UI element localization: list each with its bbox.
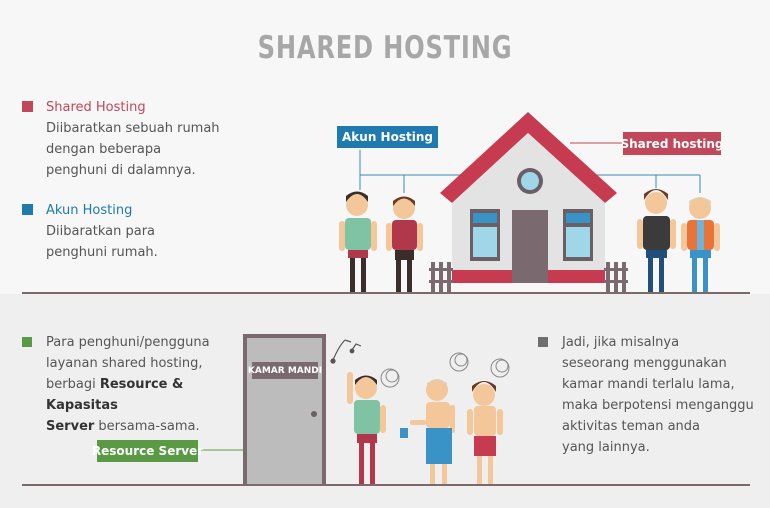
text-line: yang lainnya. [562, 440, 650, 455]
person-icon [386, 196, 423, 292]
text-line: kamar mandi terlalu lama, [562, 377, 735, 392]
text-line: Para penghuni/pengguna [46, 335, 210, 350]
shared-hosting-label: Shared hosting [620, 132, 724, 155]
ground-line-top [22, 292, 750, 294]
bottom-section-background [0, 294, 770, 508]
text-line: seseorang menggunakan [562, 356, 727, 371]
text-line: layanan shared hosting, [46, 356, 203, 371]
legend-akun-line: Diibaratkan para [46, 224, 156, 239]
legend-shared-hosting: Shared Hosting Diibaratkan sebuah rumah … [22, 97, 262, 181]
legend-shared-heading: Shared Hosting [46, 100, 146, 115]
conclusion-text: Jadi, jika misalnya seseorang menggunaka… [538, 332, 763, 458]
shared-hosting-square-icon [22, 101, 33, 112]
person-icon [637, 189, 676, 292]
legend-akun-line: penghuni rumah. [46, 245, 158, 260]
gray-square-icon [538, 337, 548, 347]
text-line: Server bersama-sama. [46, 419, 200, 434]
kamar-mandi-label: KAMAR MANDI [248, 362, 322, 379]
akun-hosting-square-icon [22, 204, 33, 215]
shared-resources-text: Para penghuni/pengguna layanan shared ho… [22, 332, 252, 437]
page-title: SHARED HOSTING [257, 30, 513, 66]
akun-hosting-label: Akun Hosting [337, 126, 438, 148]
person-icon [681, 197, 720, 292]
person-icon [347, 368, 400, 485]
legend-akun-heading: Akun Hosting [46, 203, 133, 218]
text-line: aktivitas teman anda [562, 419, 700, 434]
text-line: maka berpotensi menganggu [562, 398, 754, 413]
person-icon [339, 191, 377, 292]
music-note-icon [330, 339, 362, 364]
bathroom-door [243, 334, 326, 484]
text-line: Jadi, jika misalnya [562, 335, 680, 350]
legend-shared-line: Diibaratkan sebuah rumah [46, 121, 220, 136]
green-square-icon [22, 337, 32, 347]
person-icon [400, 352, 469, 485]
text-line: berbagi Resource & Kapasitas [46, 377, 184, 413]
legend-akun-hosting: Akun Hosting Diibaratkan para penghuni r… [22, 200, 262, 263]
house-icon [429, 112, 628, 292]
legend-shared-line: dengan beberapa [46, 142, 162, 157]
resource-server-label: Resource Server [92, 440, 203, 462]
person-icon [467, 358, 510, 485]
legend-shared-line: penghuni di dalamnya. [46, 163, 196, 178]
ground-line-bottom [22, 484, 750, 486]
